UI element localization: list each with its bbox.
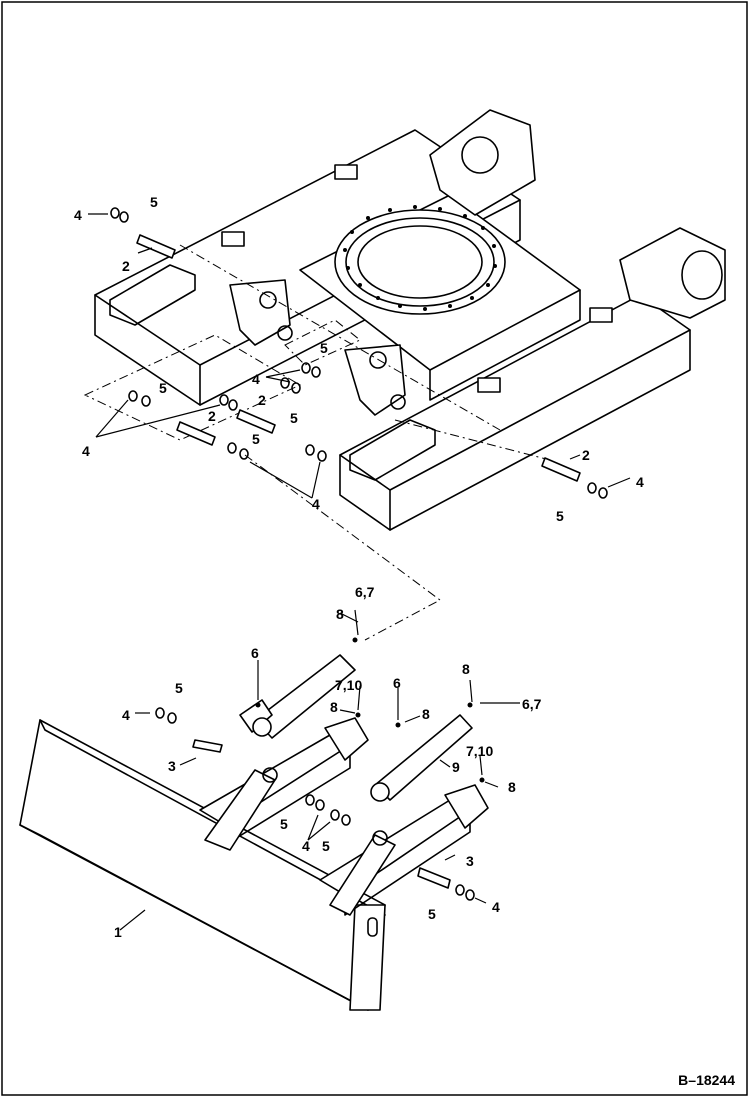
callout-washer-blade-right: 5	[428, 906, 436, 922]
callout-grease-a: 8	[336, 606, 344, 622]
callout-washer-blade-mid-a: 5	[280, 816, 288, 832]
callout-washer-left: 5	[159, 380, 167, 396]
callout-fitting-d: 6,7	[522, 696, 542, 712]
callout-fitting-c: 6	[393, 675, 401, 691]
leader-lines	[88, 213, 631, 931]
undercarriage-frame	[83, 109, 726, 641]
dozer-blade	[19, 719, 386, 1011]
callout-pin-blade-left: 3	[168, 758, 176, 774]
callout-ring-mid: 4	[252, 371, 260, 387]
callout-washer-top: 5	[150, 194, 158, 210]
frame-hardware	[110, 207, 608, 499]
callout-washer-mid-c: 5	[252, 431, 260, 447]
callout-washer-blade-left: 5	[175, 680, 183, 696]
callout-ring-blade-left: 4	[122, 707, 130, 723]
figure-number: B–18244	[678, 1072, 735, 1088]
callout-grease-b: 8	[462, 661, 470, 677]
callout-grease-c: 8	[330, 699, 338, 715]
callout-pin-right: 2	[582, 447, 590, 463]
callout-labels: 1 2 2 2 2 3 3 4 4 4 4 4 4 4 4 5 5 5 5 5 …	[74, 194, 644, 940]
callout-washer-right: 5	[556, 508, 564, 524]
callout-ring-top: 4	[74, 207, 82, 223]
callout-washer-mid-b: 5	[290, 410, 298, 426]
callout-ring-blade-mid: 4	[302, 838, 310, 854]
callout-ring-lower: 4	[312, 496, 320, 512]
callout-grease-e: 8	[508, 779, 516, 795]
callout-fitting-f: 7,10	[466, 743, 493, 759]
callout-fitting-e: 7,10	[335, 677, 362, 693]
callout-grease-d: 8	[422, 706, 430, 722]
callout-pin-mid-b: 2	[258, 392, 266, 408]
callout-ring-left: 4	[82, 443, 90, 459]
hydraulic-cylinders	[239, 654, 473, 802]
blade-hardware	[155, 637, 485, 901]
blade-arms	[199, 717, 489, 916]
callout-washer-blade-mid-b: 5	[322, 838, 330, 854]
callout-pin-mid-a: 2	[208, 408, 216, 424]
callout-ring-blade-right: 4	[492, 899, 500, 915]
callout-pin-blade-right: 3	[466, 853, 474, 869]
callout-blade: 1	[114, 924, 122, 940]
callout-fitting-a: 6,7	[355, 584, 375, 600]
callout-fitting-b: 6	[251, 645, 259, 661]
callout-ring-right: 4	[636, 474, 644, 490]
callout-cylinder: 9	[452, 759, 460, 775]
callout-pin-upper-left: 2	[122, 258, 130, 274]
callout-washer-mid-a: 5	[320, 340, 328, 356]
swing-ring-bolts	[343, 205, 497, 311]
